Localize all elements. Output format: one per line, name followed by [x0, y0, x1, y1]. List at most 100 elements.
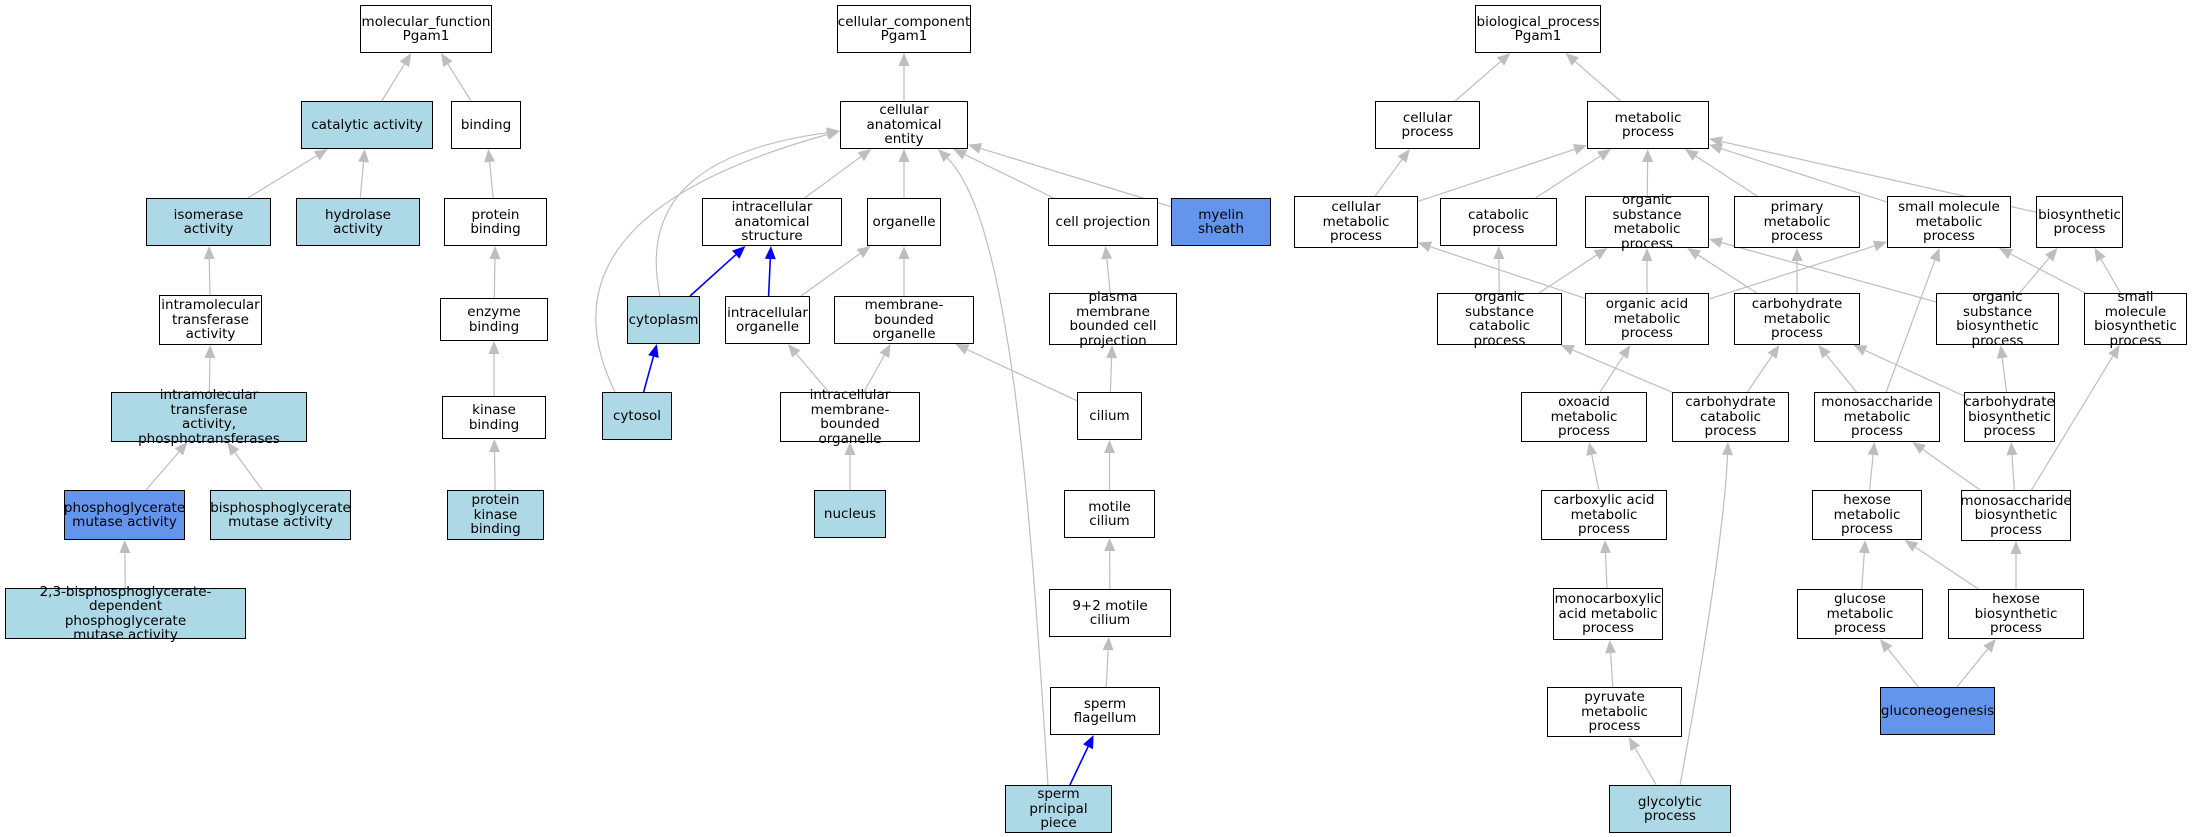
edge-cell-proc-to-bp-root: [1454, 61, 1501, 102]
node-sperm-pp[interactable]: sperm principal piece: [1005, 785, 1112, 833]
edge-org-sub-cat-to-org-sub-met-arrowhead: [1593, 248, 1608, 260]
node-hexose-bio[interactable]: hexose biosynthetic process: [1948, 589, 2084, 639]
node-motile-cilium[interactable]: motile cilium: [1064, 490, 1155, 538]
node-carb-bio[interactable]: carbohydrate biosynthetic process: [1964, 392, 2055, 442]
node-small-mol-met[interactable]: small molecule metabolic process: [1887, 196, 2011, 248]
edge-pgm-to-intramol-phos-arrowhead: [174, 442, 188, 456]
edge-intramol-phos-to-intramol: [208, 357, 211, 393]
node-org-acid-met[interactable]: organic acid metabolic process: [1585, 293, 1709, 345]
node-intramol-phos[interactable]: intramolecular transferase activity, pho…: [111, 388, 307, 446]
node-prim-met[interactable]: primary metabolic process: [1734, 196, 1860, 248]
edge-monosac-met-to-small-mol-met: [1885, 259, 1936, 393]
node-bpgm[interactable]: bisphosphoglycerate mutase activity: [210, 490, 351, 540]
node-pgm[interactable]: phosphoglycerate mutase activity: [64, 490, 185, 540]
edge-intra-org-to-intra-anat-arrowhead: [764, 246, 776, 260]
node-gluconeo[interactable]: gluconeogenesis: [1880, 687, 1995, 735]
node-met-proc[interactable]: metabolic process: [1587, 101, 1709, 149]
edge-intramol-to-isomerase-arrowhead: [203, 246, 215, 260]
node-mem-org[interactable]: membrane-bounded organelle: [834, 296, 974, 344]
edge-glycolytic-to-carb-cat: [1679, 454, 1729, 786]
node-carb-met[interactable]: carbohydrate metabolic process: [1734, 293, 1860, 345]
edge-cilium-to-pm-proj: [1109, 357, 1113, 393]
edge-monocarb-met-to-carbox-met: [1604, 552, 1608, 589]
node-catab[interactable]: catabolic process: [1440, 198, 1557, 246]
edge-binding-to-mf-root-arrowhead: [441, 53, 453, 67]
node-biosyn[interactable]: biosynthetic process: [2036, 196, 2123, 248]
edge-hydrolase-to-catalytic-arrowhead: [358, 149, 370, 163]
edge-intra-mem-org-to-mem-org-arrowhead: [879, 344, 891, 359]
node-myelin[interactable]: myelin sheath: [1171, 198, 1271, 246]
node-kinase-binding[interactable]: kinase binding: [442, 396, 546, 439]
edge-org-sub-met-to-met-proc-arrowhead: [1642, 149, 1654, 163]
edge-pyruvate-met-to-monocarb-met-arrowhead: [1605, 640, 1617, 654]
edge-monosac-bio-to-carb-bio: [2011, 454, 2015, 491]
edge-prim-met-to-met-proc-arrowhead: [1684, 149, 1699, 161]
edge-org-acid-met-to-org-sub-met-arrowhead: [1641, 248, 1653, 261]
node-glycolytic[interactable]: glycolytic process: [1609, 785, 1731, 833]
edge-cell-met-to-met-proc: [1417, 148, 1575, 202]
edge-monosac-met-to-carb-met: [1825, 354, 1858, 393]
node-cell-proj[interactable]: cell projection: [1048, 198, 1158, 246]
edge-met-proc-to-bp-root: [1574, 61, 1621, 102]
node-cilium[interactable]: cilium: [1077, 392, 1142, 440]
node-oxo-met[interactable]: oxoacid metabolic process: [1521, 392, 1647, 442]
node-carb-cat[interactable]: carbohydrate catabolic process: [1672, 392, 1789, 442]
edge-sperm-flag-to-nine-two-arrowhead: [1102, 637, 1114, 651]
node-hydrolase[interactable]: hydrolase activity: [296, 198, 420, 246]
edge-carb-cat-to-org-sub-cat-arrowhead: [1560, 345, 1575, 356]
node-intra-mem-org[interactable]: intracellular membrane-bounded organelle: [780, 388, 920, 446]
edge-glycolytic-to-pyruvate-met: [1634, 747, 1657, 786]
node-anat-entity[interactable]: cellular anatomical entity: [840, 101, 968, 149]
edge-isomerase-to-catalytic-arrowhead: [313, 149, 328, 161]
node-org-sub-cat[interactable]: organic substance catabolic process: [1437, 290, 1562, 348]
edge-isomerase-to-catalytic: [247, 155, 318, 199]
node-intra-anat[interactable]: intracellular anatomical structure: [702, 198, 842, 246]
node-carbox-met[interactable]: carboxylic acid metabolic process: [1541, 490, 1667, 540]
node-catalytic[interactable]: catalytic activity: [301, 101, 433, 149]
node-monosac-bio[interactable]: monosaccharide biosynthetic process: [1960, 490, 2072, 541]
node-bp-root[interactable]: biological_process Pgam1: [1475, 5, 1601, 53]
edge-binding-to-mf-root: [447, 63, 472, 102]
node-org-sub-met[interactable]: organic substance metabolic process: [1585, 193, 1709, 251]
node-isomerase[interactable]: isomerase activity: [146, 198, 271, 246]
edge-cell-met-to-cell-proc: [1374, 159, 1403, 197]
edge-small-mol-bio-to-small-mol-met-arrowhead: [1998, 248, 2014, 259]
node-protein-binding[interactable]: protein binding: [444, 198, 547, 246]
edge-cell-proc-to-bp-root-arrowhead: [1496, 53, 1511, 66]
node-monosac-met[interactable]: monosaccharide metabolic process: [1814, 392, 1940, 442]
node-cell-met[interactable]: cellular metabolic process: [1294, 196, 1418, 248]
node-intra-org[interactable]: intracellular organelle: [725, 296, 810, 344]
node-bpg-dep[interactable]: 2,3-bisphosphoglycerate-dependent phosph…: [5, 584, 246, 642]
node-cytoplasm[interactable]: cytoplasm: [627, 296, 700, 344]
node-glucose-met[interactable]: glucose metabolic process: [1797, 589, 1923, 639]
node-cytosol[interactable]: cytosol: [602, 392, 672, 440]
node-pk-binding[interactable]: protein kinase binding: [447, 490, 544, 540]
node-hexose-met[interactable]: hexose metabolic process: [1812, 490, 1922, 540]
edge-intra-mem-org-to-mem-org: [863, 355, 885, 393]
edge-biosyn-to-met-proc-arrowhead: [1709, 136, 1723, 147]
edge-cell-met-to-cell-proc-arrowhead: [1397, 149, 1410, 163]
node-small-mol-bio[interactable]: small molecule biosynthetic process: [2084, 290, 2187, 348]
node-intramol[interactable]: intramolecular transferase activity: [159, 295, 262, 345]
node-pyruvate-met[interactable]: pyruvate metabolic process: [1547, 687, 1682, 737]
node-nucleus[interactable]: nucleus: [814, 490, 886, 538]
node-enzyme-binding[interactable]: enzyme binding: [440, 298, 548, 341]
edge-monosac-bio-to-monosac-met: [1922, 449, 1981, 491]
node-binding[interactable]: binding: [451, 101, 521, 149]
node-nine-two[interactable]: 9+2 motile cilium: [1049, 589, 1171, 637]
node-pm-proj[interactable]: plasma membrane bounded cell projection: [1049, 290, 1177, 348]
edge-pk-binding-to-kinase-binding: [493, 451, 496, 491]
node-sperm-flag[interactable]: sperm flagellum: [1050, 687, 1160, 735]
node-mf-root[interactable]: molecular_function Pgam1: [360, 5, 492, 53]
node-cc-root[interactable]: cellular_component Pgam1: [837, 5, 971, 53]
node-monocarb-met[interactable]: monocarboxylic acid metabolic process: [1553, 588, 1663, 640]
node-org-sub-bio[interactable]: organic substance biosynthetic process: [1936, 290, 2059, 348]
edge-myelin-to-anat-entity: [980, 147, 1172, 208]
node-organelle[interactable]: organelle: [867, 198, 941, 246]
edge-myelin-to-anat-entity-arrowhead: [968, 143, 983, 154]
edge-org-sub-bio-to-org-sub-met-arrowhead: [1709, 237, 1723, 248]
edge-enzyme-binding-to-protein-binding: [493, 258, 496, 299]
node-cell-proc[interactable]: cellular process: [1375, 101, 1480, 149]
edge-motile-cilium-to-cilium-arrowhead: [1104, 440, 1115, 453]
